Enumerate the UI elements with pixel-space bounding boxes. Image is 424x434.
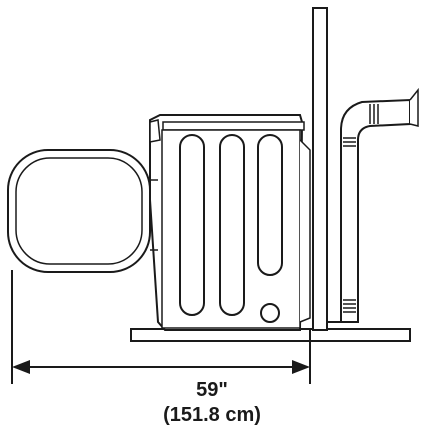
side-panel-right	[257, 134, 283, 276]
control-knob	[149, 119, 161, 143]
arrow-left	[12, 360, 30, 374]
dimension-line	[11, 270, 311, 384]
dryer-door-open	[7, 149, 158, 273]
side-panel-left	[179, 134, 205, 316]
dryer-cabinet	[149, 114, 311, 331]
side-panel-middle	[219, 134, 245, 316]
arrow-right	[292, 360, 310, 374]
dimension-centimeters: (151.8 cm)	[163, 404, 261, 426]
vent-duct	[327, 87, 419, 323]
drain-vent	[260, 303, 280, 323]
wall	[312, 7, 328, 331]
dimension-inches: 59"	[196, 379, 228, 401]
